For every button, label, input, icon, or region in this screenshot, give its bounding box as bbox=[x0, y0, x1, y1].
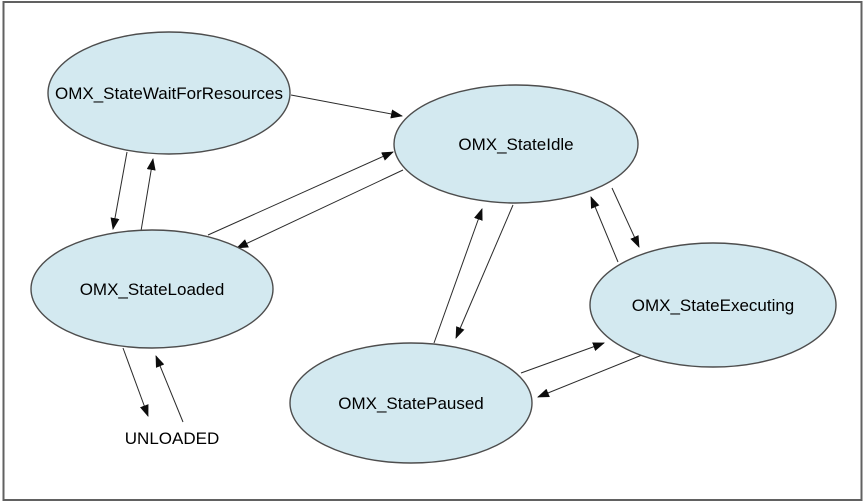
state-label-executing: OMX_StateExecuting bbox=[632, 296, 795, 315]
state-label-paused: OMX_StatePaused bbox=[338, 394, 484, 413]
transition-edge-wfr-to-idle bbox=[290, 94, 403, 119]
state-ellipse-wait-for-resources bbox=[47, 31, 291, 155]
state-node-loaded: OMX_StateLoaded bbox=[30, 229, 274, 349]
state-ellipse-loaded bbox=[30, 229, 274, 349]
transition-edge-paused-to-executing bbox=[520, 342, 605, 374]
state-ellipse-idle bbox=[393, 84, 639, 204]
transition-edge-executing-to-idle bbox=[590, 196, 619, 263]
unloaded-label: UNLOADED bbox=[125, 429, 219, 448]
state-label-wait-for-resources: OMX_StateWaitForResources bbox=[55, 84, 283, 103]
state-node-paused: OMX_StatePaused bbox=[289, 342, 533, 464]
state-label-loaded: OMX_StateLoaded bbox=[80, 280, 225, 299]
transition-edge-paused-to-idle bbox=[433, 208, 483, 344]
transition-edge-loaded-to-idle bbox=[207, 151, 394, 236]
transition-edge-idle-to-loaded bbox=[236, 169, 404, 249]
transition-edge-idle-to-paused bbox=[455, 204, 514, 339]
transition-edge-unloaded-to-loaded bbox=[155, 355, 184, 423]
state-node-executing: OMX_StateExecuting bbox=[589, 242, 837, 368]
state-ellipse-executing bbox=[589, 242, 837, 368]
transition-edge-loaded-to-wfr bbox=[140, 158, 156, 232]
transition-edge-executing-to-paused bbox=[537, 354, 643, 398]
transition-edge-idle-to-executing bbox=[611, 187, 640, 248]
transition-edge-loaded-to-unloaded bbox=[122, 347, 149, 417]
transition-edge-wfr-to-loaded bbox=[110, 151, 128, 230]
state-node-wait-for-resources: OMX_StateWaitForResources bbox=[47, 31, 291, 155]
state-label-idle: OMX_StateIdle bbox=[458, 135, 573, 154]
state-ellipse-paused bbox=[289, 342, 533, 464]
state-node-idle: OMX_StateIdle bbox=[393, 84, 639, 204]
